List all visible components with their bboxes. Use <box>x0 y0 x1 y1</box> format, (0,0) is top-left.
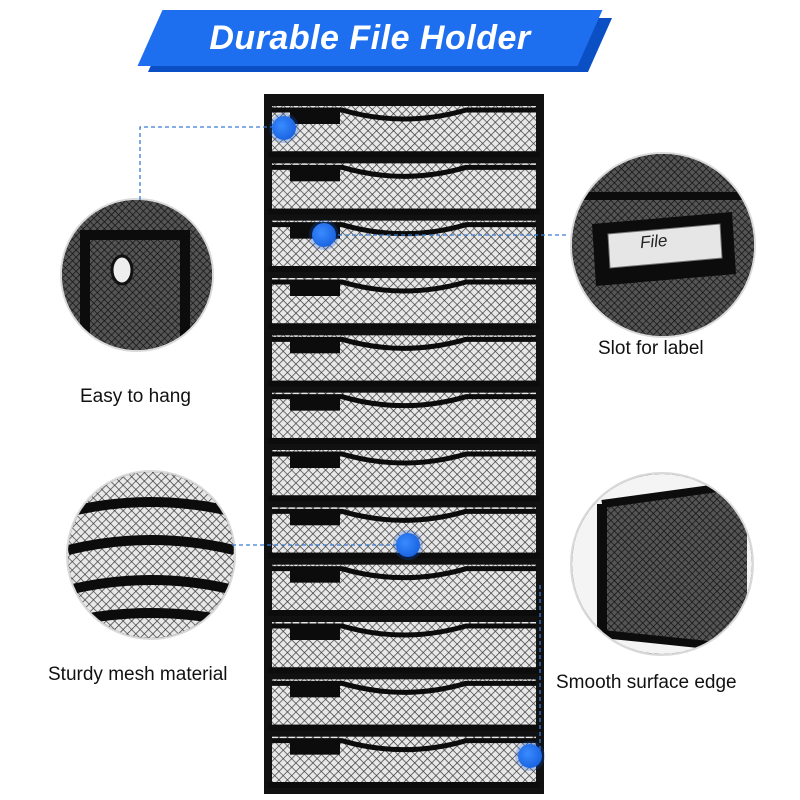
file-tier <box>268 679 540 731</box>
label-tag-text: File <box>639 230 669 253</box>
file-tier <box>268 450 540 502</box>
label-slot-detail-image <box>572 154 754 336</box>
indicator-dot-mesh <box>396 533 420 557</box>
feature-label-smooth-edge: Smooth surface edge <box>556 672 737 693</box>
callout-smooth-edge <box>570 472 754 656</box>
file-tier <box>268 564 540 616</box>
mesh-detail-image <box>68 472 234 638</box>
file-tier <box>268 392 540 444</box>
feature-label-easy-to-hang: Easy to hang <box>80 386 191 407</box>
file-tier <box>268 736 540 788</box>
file-tier <box>268 335 540 387</box>
file-tier <box>268 278 540 330</box>
callout-sturdy-mesh <box>66 470 236 640</box>
file-tier <box>268 163 540 215</box>
callout-easy-to-hang <box>60 198 214 352</box>
indicator-dot-slot <box>312 223 336 247</box>
file-tier <box>268 220 540 272</box>
file-holder-illustration <box>264 94 544 794</box>
title-banner: Durable File Holder <box>137 10 613 72</box>
banner-title: Durable File Holder <box>209 19 531 57</box>
hang-detail-image <box>62 200 212 350</box>
file-tier <box>268 106 540 158</box>
feature-label-slot-for-label: Slot for label <box>598 338 704 359</box>
indicator-dot-edge <box>518 744 542 768</box>
edge-detail-image <box>572 474 752 654</box>
indicator-dot-hang <box>272 116 296 140</box>
connector-hang <box>139 126 282 200</box>
callout-slot-for-label: File <box>570 152 756 338</box>
file-tier <box>268 622 540 674</box>
file-holder-image <box>262 92 546 796</box>
feature-label-sturdy-mesh: Sturdy mesh material <box>48 664 228 685</box>
